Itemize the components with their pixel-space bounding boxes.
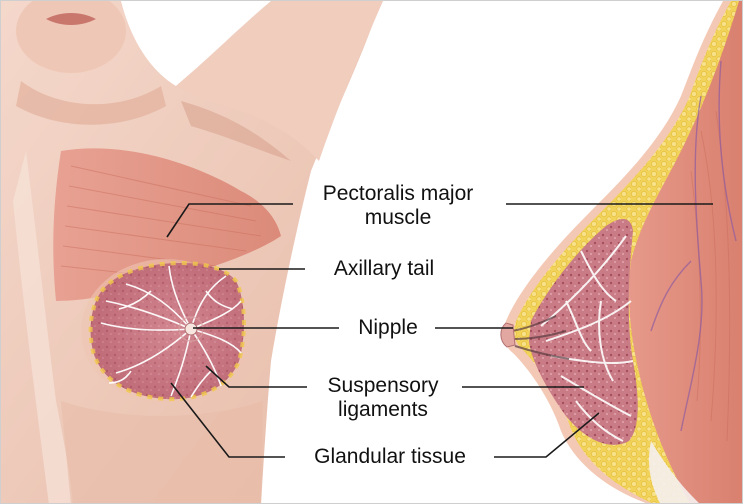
label-pectoralis-line1: Pectoralis major xyxy=(293,182,503,206)
nipple-side xyxy=(501,323,515,347)
label-nipple: Nipple xyxy=(343,316,433,340)
nipple-front xyxy=(185,323,197,335)
label-suspensory-ligaments: Suspensory ligaments xyxy=(303,374,463,422)
label-pectoralis-major-muscle: Pectoralis major muscle xyxy=(293,182,503,230)
label-axillary-tail: Axillary tail xyxy=(309,257,459,281)
front-view xyxy=(1,1,383,504)
side-view xyxy=(501,1,743,504)
label-suspensory-line1: Suspensory xyxy=(303,374,463,398)
label-pectoralis-line2: muscle xyxy=(293,206,503,230)
label-glandular-tissue: Glandular tissue xyxy=(285,445,495,469)
ribcage-shading xyxy=(61,401,263,504)
label-suspensory-line2: ligaments xyxy=(303,398,463,422)
